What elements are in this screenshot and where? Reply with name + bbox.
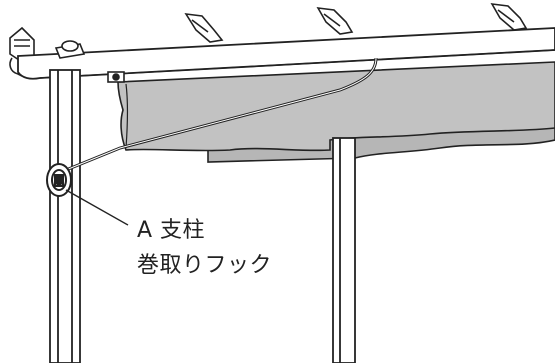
post-top-fitting <box>54 40 86 59</box>
roller-bracket <box>107 71 125 83</box>
rafter-end-1 <box>9 26 35 63</box>
top-beam-underside <box>39 49 555 79</box>
callout-post-label: A 支柱 <box>137 218 206 243</box>
pull-cord-inner <box>65 57 377 171</box>
rafter-end-2 <box>184 12 224 43</box>
winding-hook <box>46 163 72 197</box>
shade-fold <box>125 83 129 149</box>
rafter-end-3 <box>316 7 354 35</box>
callout-leader-line <box>65 189 129 226</box>
left-post <box>49 69 81 363</box>
shade-front-panel <box>117 61 555 152</box>
callout-hook-label: 巻取りフック <box>137 253 273 278</box>
rafter-end-4 <box>490 3 528 31</box>
beam-end-cap <box>9 57 23 77</box>
right-post <box>332 137 356 363</box>
